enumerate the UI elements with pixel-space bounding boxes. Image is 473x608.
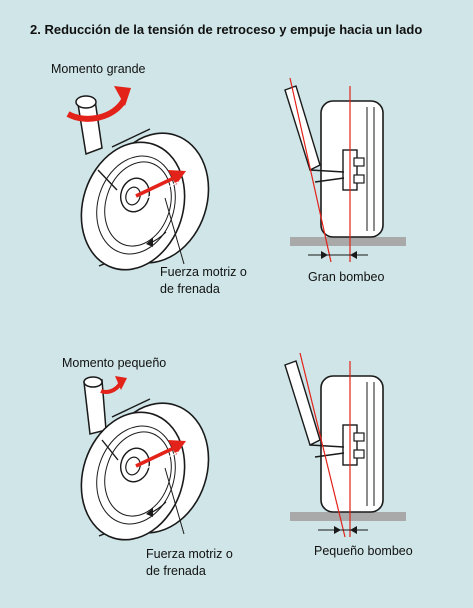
bottom-moment-arrow-icon xyxy=(100,376,127,395)
bottom-side-view xyxy=(284,352,407,538)
top-moment-arrow-icon xyxy=(66,86,131,122)
section-title: 2. Reducción de la tensión de retroceso … xyxy=(30,22,423,37)
bottom-offset-dimension xyxy=(318,526,368,534)
top-wheel-diagram xyxy=(64,86,226,285)
top-steering-axis xyxy=(289,77,332,263)
bottom-force-leader xyxy=(164,467,185,535)
bottom-moment-label: Momento pequeño xyxy=(62,356,167,370)
top-moment-label: Momento grande xyxy=(51,62,146,76)
bottom-force-label-line2: de frenada xyxy=(146,564,206,578)
top-strut xyxy=(75,95,103,156)
top-force-arrow-icon xyxy=(135,170,186,201)
top-force-leader xyxy=(164,197,185,265)
top-force-label-line1: Fuerza motriz o xyxy=(160,265,247,279)
bottom-force-arrow-icon xyxy=(135,440,186,471)
bottom-wheel-diagram xyxy=(64,376,226,555)
top-side-view xyxy=(284,77,407,263)
top-offset-dimension xyxy=(308,251,368,259)
bottom-offset-label: Pequeño bombeo xyxy=(314,544,413,558)
bottom-force-label-line1: Fuerza motriz o xyxy=(146,547,233,561)
bottom-strut xyxy=(83,376,107,435)
bottom-steering-axis xyxy=(299,352,346,538)
top-offset-label: Gran bombeo xyxy=(308,270,385,284)
top-force-label-line2: de frenada xyxy=(160,282,220,296)
